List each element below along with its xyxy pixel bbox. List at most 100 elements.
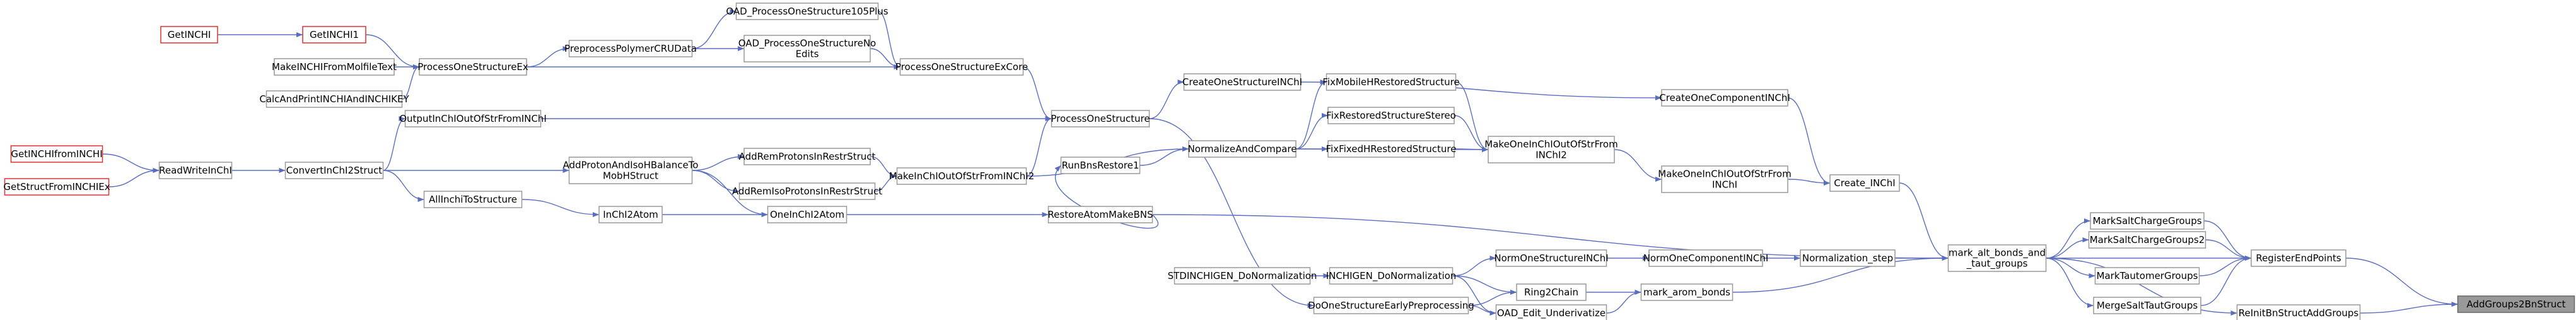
node-ReadWriteInChI[interactable]: ReadWriteInChI: [158, 162, 233, 179]
node-label: NormOneStructureINChI: [1494, 252, 1608, 264]
node-AddRemIsoProtonsInRestrStruct[interactable]: AddRemIsoProtonsInRestrStruct: [732, 182, 882, 200]
node-label: ProcessOneStructure: [1051, 113, 1150, 124]
node-label: AddProtonAndIsoHBalanceTo: [562, 160, 698, 171]
edge-NormalizeAndCompare-to-FixRestoredStructureStereo: [1295, 113, 1329, 150]
node-ProcessOneStructureEx[interactable]: ProcessOneStructureEx: [417, 58, 528, 76]
node-label: OAD_ProcessOneStructureNo: [738, 38, 876, 50]
node-label: Edits: [796, 49, 819, 60]
node-label: Create_INChI: [1834, 177, 1895, 189]
node-MakeINCHIFromMolfileText[interactable]: MakeINCHIFromMolfileText: [272, 58, 397, 76]
edge-FixMobileHRestoredStructure-to-MakeOneInChIOutOfStrFromINChI2: [1455, 81, 1489, 152]
edge-RegisterEndPoints-to-AddGroups2BnStruct: [2345, 258, 2458, 307]
node-box: [896, 167, 1027, 185]
node-GetINCHIfromINCHI[interactable]: GetINCHIfromINCHI: [10, 145, 103, 163]
node-InChI2Atom[interactable]: InChI2Atom: [598, 206, 663, 223]
node-box: [4, 178, 110, 196]
node-ProcessOneStructure[interactable]: ProcessOneStructure: [1051, 110, 1150, 127]
node-MergeSaltTautGroups[interactable]: MergeSaltTautGroups: [2093, 297, 2201, 314]
edge-PreprocessPolymerCRUData-to-OAD_ProcessOneStructure105Plus: [692, 9, 737, 49]
edge-OAD_ProcessOneStructure105Plus-to-ProcessOneStructureExCore: [878, 11, 900, 69]
node-box: [1495, 304, 1607, 320]
node-box: [1326, 73, 1457, 91]
node-label: ReadWriteInChI: [159, 165, 232, 176]
node-OAD_Edit_Underivatize[interactable]: OAD_Edit_Underivatize: [1495, 304, 1607, 320]
node-box: [1313, 297, 1469, 314]
node-box: [1640, 283, 1734, 301]
node-CreateOneStructureINChI[interactable]: CreateOneStructureINChI: [1182, 73, 1302, 91]
node-RestoreAtomMakeBNS[interactable]: RestoreAtomMakeBNS: [1047, 206, 1153, 223]
node-OAD_ProcessOneStructure105Plus[interactable]: OAD_ProcessOneStructure105Plus: [726, 3, 889, 20]
node-mark_arom_bonds[interactable]: mark_arom_bonds: [1640, 283, 1734, 301]
node-PreprocessPolymerCRUData[interactable]: PreprocessPolymerCRUData: [564, 40, 697, 57]
node-label: GetINCHI: [168, 29, 211, 40]
node-GetINCHI1[interactable]: GetINCHI1: [302, 26, 366, 44]
edge-AddProtonAndIsoHBalanceToMobHStruct-to-AddRemProtonsInRestrStruct: [692, 154, 745, 171]
node-box: [274, 58, 395, 76]
node-Normalization_step[interactable]: Normalization_step: [1800, 249, 1896, 267]
edge-AllInchiToStructure-to-InChI2Atom: [522, 199, 600, 217]
node-box: [1516, 283, 1587, 301]
node-MarkTautomerGroups[interactable]: MarkTautomerGroups: [2094, 267, 2200, 285]
node-box: [404, 110, 542, 127]
node-MarkSaltChargeGroups2[interactable]: MarkSaltChargeGroups2: [2088, 231, 2206, 249]
graph-edges: [102, 9, 2458, 316]
node-OutputInChIOutOfStrFromINChI[interactable]: OutputInChIOutOfStrFromINChI: [399, 110, 547, 127]
edge-Create_INChI-to-mark_alt_bonds_and_taut_groups: [1899, 182, 1949, 261]
node-box: [1188, 140, 1297, 158]
node-Create_INChI[interactable]: Create_INChI: [1829, 174, 1900, 192]
edge-mark_alt_bonds_and_taut_groups-to-ReInitBnStructAddGroups: [2046, 258, 2237, 316]
node-label: GetINCHI1: [310, 29, 359, 40]
node-AddGroups2BnStruct[interactable]: AddGroups2BnStruct: [2457, 295, 2575, 313]
edge-GetINCHIfromINCHI-to-ReadWriteInChI: [102, 153, 160, 173]
node-FixRestoredStructureStereo[interactable]: FixRestoredStructureStereo: [1326, 107, 1456, 124]
edge-GetStructFromINCHIEx-to-ReadWriteInChI: [108, 168, 160, 187]
node-GetStructFromINCHIEx[interactable]: GetStructFromINCHIEx: [3, 178, 110, 196]
node-RegisterEndPoints[interactable]: RegisterEndPoints: [2251, 249, 2346, 267]
node-MarkSaltChargeGroups[interactable]: MarkSaltChargeGroups: [2090, 212, 2205, 230]
node-label: FixRestoredStructureStereo: [1326, 110, 1456, 121]
node-GetINCHI[interactable]: GetINCHI: [160, 26, 218, 44]
node-label: FixMobileHRestoredStructure: [1322, 76, 1459, 88]
edge-mark_arom_bonds-to-mark_alt_bonds_and_taut_groups: [1732, 256, 1949, 293]
node-label: ProcessOneStructureExCore: [895, 61, 1028, 73]
node-NormalizeAndCompare[interactable]: NormalizeAndCompare: [1188, 140, 1297, 158]
node-INCHIGEN_DoNormalization[interactable]: INCHIGEN_DoNormalization: [1326, 267, 1457, 285]
node-Ring2Chain[interactable]: Ring2Chain: [1516, 283, 1587, 301]
node-label: RestoreAtomMakeBNS: [1047, 209, 1153, 220]
node-AddRemProtonsInRestrStruct[interactable]: AddRemProtonsInRestrStruct: [739, 148, 876, 165]
node-FixMobileHRestoredStructure[interactable]: FixMobileHRestoredStructure: [1322, 73, 1460, 91]
node-ConvertInChI2Struct[interactable]: ConvertInChI2Struct: [284, 162, 384, 179]
node-NormOneStructureINChI[interactable]: NormOneStructureINChI: [1494, 249, 1609, 267]
edge-RestoreAtomMakeBNS-to-mark_alt_bonds_and_taut_groups: [1152, 214, 1949, 261]
node-RunBnsRestore1[interactable]: RunBnsRestore1: [1060, 157, 1141, 174]
node-box: [1800, 249, 1896, 267]
node-FixFixedHRestoredStructure[interactable]: FixFixedHRestoredStructure: [1326, 140, 1457, 158]
node-ReInitBnStructAddGroups[interactable]: ReInitBnStructAddGroups: [2236, 304, 2361, 320]
graph-nodes: AddGroups2BnStruct RegisterEndPointsReIni…: [3, 3, 2575, 320]
node-box: [1174, 267, 1311, 285]
node-box: [10, 145, 103, 163]
node-box: [899, 58, 1024, 76]
node-STDINCHIGEN_DoNormalization[interactable]: STDINCHIGEN_DoNormalization: [1168, 267, 1317, 285]
edge-RunBnsRestore1-to-NormalizeAndCompare: [1139, 146, 1189, 166]
edge-INCHIGEN_DoNormalization-to-NormOneStructureINChI: [1452, 256, 1496, 276]
edge-FixRestoredStructureStereo-to-MakeOneInChIOutOfStrFromINChI2: [1454, 115, 1489, 152]
node-box: [158, 162, 233, 179]
node-NormOneComponentINChI[interactable]: NormOneComponentINChI: [1643, 249, 1769, 267]
node-CreateOneComponentINChI[interactable]: CreateOneComponentINChI: [1659, 89, 1790, 107]
node-OneInChI2Atom[interactable]: OneInChI2Atom: [767, 206, 848, 223]
node-mark_alt_bonds_and_taut_groups[interactable]: mark_alt_bonds_and_taut_groups: [1947, 244, 2047, 272]
node-ProcessOneStructureExCore[interactable]: ProcessOneStructureExCore: [895, 58, 1028, 76]
node-label: InChI2Atom: [603, 209, 658, 220]
node-MakeInChIOutOfStrFromINChI2[interactable]: MakeInChIOutOfStrFromINChI2: [889, 167, 1034, 185]
node-box: [302, 26, 366, 44]
node-box: [2093, 297, 2201, 314]
node-AllInchiToStructure[interactable]: AllInchiToStructure: [423, 191, 523, 208]
node-DoOneStructureEarlyPreprocessing[interactable]: DoOneStructureEarlyPreprocessing: [1308, 297, 1474, 314]
node-CalcAndPrintINCHIAndINCHIKEY[interactable]: CalcAndPrintINCHIAndINCHIKEY: [259, 90, 409, 108]
